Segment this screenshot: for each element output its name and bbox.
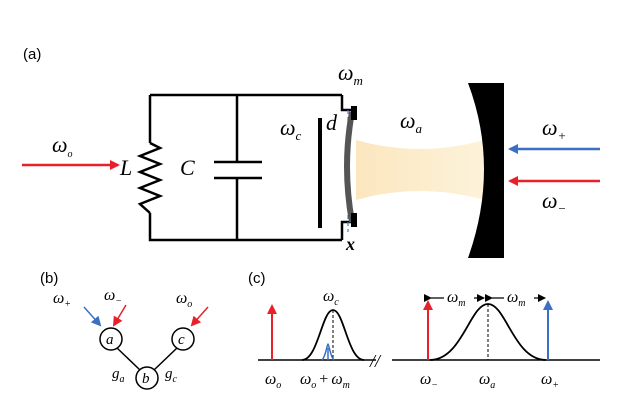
displacement-x-label: x: [345, 234, 355, 254]
omega-a-label-c: ωa: [479, 371, 495, 391]
inductor-label: L: [119, 155, 132, 180]
inductor-coil: [136, 141, 164, 214]
omega-m-left-label: ωm: [447, 289, 466, 309]
coupling-a-b: [116, 347, 141, 371]
mode-node-c: [171, 327, 195, 351]
spacing-label-bg-right: [504, 288, 534, 306]
panel-b-label: (b): [40, 270, 58, 287]
node-b-label: b: [142, 371, 150, 387]
omega-c-label-c: ωc: [323, 288, 339, 308]
mechanical-membrane: [344, 111, 355, 223]
panel-c-label: (c): [248, 270, 266, 287]
arrow-omega-plus-b: [83, 306, 102, 327]
panel-a-label: (a): [23, 46, 41, 63]
coupling-c-b: [153, 347, 178, 371]
omega-plus-label-b: ω+: [53, 290, 71, 310]
membrane-clamp-top: [351, 106, 357, 120]
coupling-gc-label: gc: [165, 366, 178, 385]
node-a-label: a: [106, 332, 114, 348]
gap-d-label: d: [326, 110, 338, 135]
omega-c-label: ωc: [280, 115, 302, 143]
omega-o-label-a: ωo: [52, 132, 73, 160]
omega-minus-label-a: ω−: [542, 188, 566, 216]
membrane-clamp-bottom: [351, 213, 357, 227]
mode-node-a: [99, 327, 123, 351]
arrow-omega-minus-b: [112, 304, 127, 327]
omega-minus-label-b: ω−: [104, 287, 122, 307]
arrow-omega-o-b: [190, 306, 209, 327]
optical-beam: [356, 140, 484, 200]
omega-o-plus-omega-m-label: ωo+ωm: [300, 371, 350, 391]
omega-o-label-c: ωo: [265, 371, 281, 391]
omega-plus-label-a: ω+: [542, 115, 566, 143]
omega-minus-label-c: ω−: [420, 371, 438, 391]
spacing-label-bg-left: [444, 288, 474, 306]
omega-o-label-b: ωo: [176, 290, 192, 310]
omega-plus-label-c: ω+: [541, 371, 559, 391]
omega-m-label: ωm: [338, 60, 363, 88]
cavity-mirror: [468, 83, 504, 258]
omega-m-right-label: ωm: [507, 289, 526, 309]
mode-node-b: [135, 366, 159, 390]
capacitor-label: C: [180, 155, 195, 180]
omega-a-label: ωa: [400, 108, 423, 136]
sideband-blue-peak: [321, 343, 335, 361]
lc-circuit: [136, 93, 352, 242]
axis-break: //: [369, 351, 382, 371]
node-c-label: c: [178, 332, 185, 348]
coupling-ga-label: ga: [112, 366, 125, 385]
